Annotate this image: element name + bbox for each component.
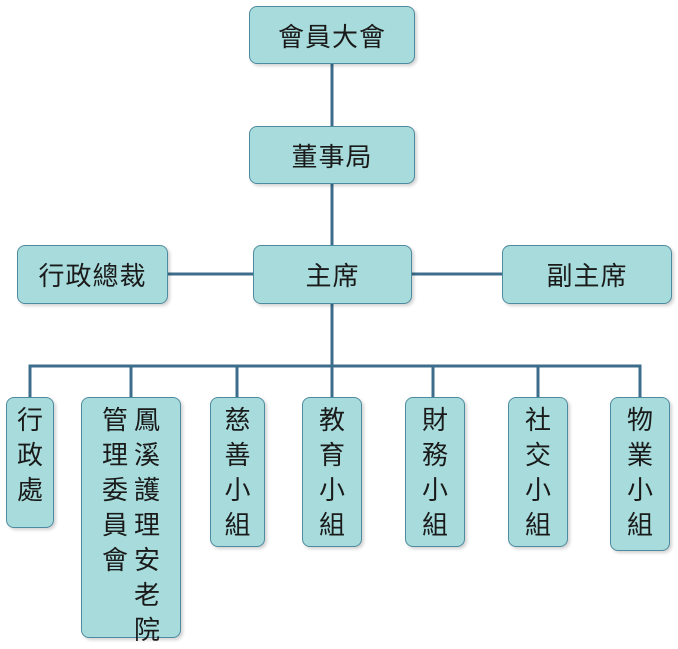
node-admin-office-label: 行政處 [17, 404, 43, 509]
node-charity-group: 慈善小組 [210, 397, 265, 547]
vertical-char: 育 [318, 441, 345, 471]
node-charity-group-label: 慈善小組 [224, 404, 250, 544]
vertical-char: 組 [524, 511, 551, 541]
vertical-char: 小 [421, 476, 448, 506]
node-general-assembly: 會員大會 [249, 6, 415, 64]
node-board-of-directors: 董事局 [249, 126, 415, 184]
node-social-group: 社交小組 [508, 397, 568, 547]
vertical-char: 老 [134, 581, 161, 611]
vertical-char: 安 [134, 546, 161, 576]
node-board-label: 董事局 [291, 142, 373, 173]
vertical-char: 小 [626, 476, 653, 506]
vertical-char: 財 [421, 406, 448, 436]
node-fung-kai-label-line1: 鳳溪護理安老院 [134, 404, 160, 649]
vertical-char: 務 [421, 441, 448, 471]
vertical-char: 小 [524, 476, 551, 506]
vertical-char: 會 [101, 546, 128, 576]
vertical-char: 護 [134, 476, 161, 506]
node-chairman: 主席 [253, 245, 412, 304]
node-chief-executive: 行政總裁 [17, 245, 168, 304]
node-property-group-label: 物業小組 [627, 404, 653, 544]
vertical-char: 組 [626, 511, 653, 541]
vertical-char: 善 [224, 441, 251, 471]
vertical-char: 鳳 [134, 406, 161, 436]
node-social-group-label: 社交小組 [525, 404, 551, 544]
vertical-char: 物 [626, 406, 653, 436]
vertical-char: 慈 [224, 406, 251, 436]
node-education-group-label: 教育小組 [319, 404, 345, 544]
vertical-char: 行 [16, 406, 43, 436]
vertical-char: 交 [524, 441, 551, 471]
node-education-group: 教育小組 [302, 397, 362, 547]
node-fung-kai-care-committee: 鳳溪護理安老院 管理委員會 [81, 397, 181, 646]
node-chief-executive-label: 行政總裁 [38, 262, 147, 292]
vertical-char: 小 [224, 476, 251, 506]
node-fung-kai-label-line2: 管理委員會 [102, 404, 128, 579]
vertical-char: 理 [101, 441, 128, 471]
vertical-char: 處 [16, 476, 43, 506]
node-property-group: 物業小組 [610, 397, 670, 551]
vertical-char: 院 [134, 616, 161, 646]
vertical-char: 業 [626, 441, 653, 471]
node-vice-chairman: 副主席 [502, 245, 672, 304]
vertical-char: 組 [421, 511, 448, 541]
vertical-char: 溪 [134, 441, 161, 471]
node-finance-group: 財務小組 [405, 397, 465, 547]
node-admin-office: 行政處 [6, 397, 54, 528]
vertical-char: 教 [318, 406, 345, 436]
vertical-char: 管 [101, 406, 128, 436]
vertical-char: 社 [524, 406, 551, 436]
vertical-char: 組 [224, 511, 251, 541]
vertical-char: 組 [318, 511, 345, 541]
vertical-char: 政 [16, 441, 43, 471]
vertical-char: 小 [318, 476, 345, 506]
vertical-char: 理 [134, 511, 161, 541]
node-vice-chairman-label: 副主席 [546, 262, 628, 292]
vertical-char: 員 [101, 511, 128, 541]
node-finance-group-label: 財務小組 [422, 404, 448, 544]
vertical-char: 委 [101, 476, 128, 506]
node-general-assembly-label: 會員大會 [277, 22, 386, 53]
node-chairman-label: 主席 [305, 262, 360, 292]
